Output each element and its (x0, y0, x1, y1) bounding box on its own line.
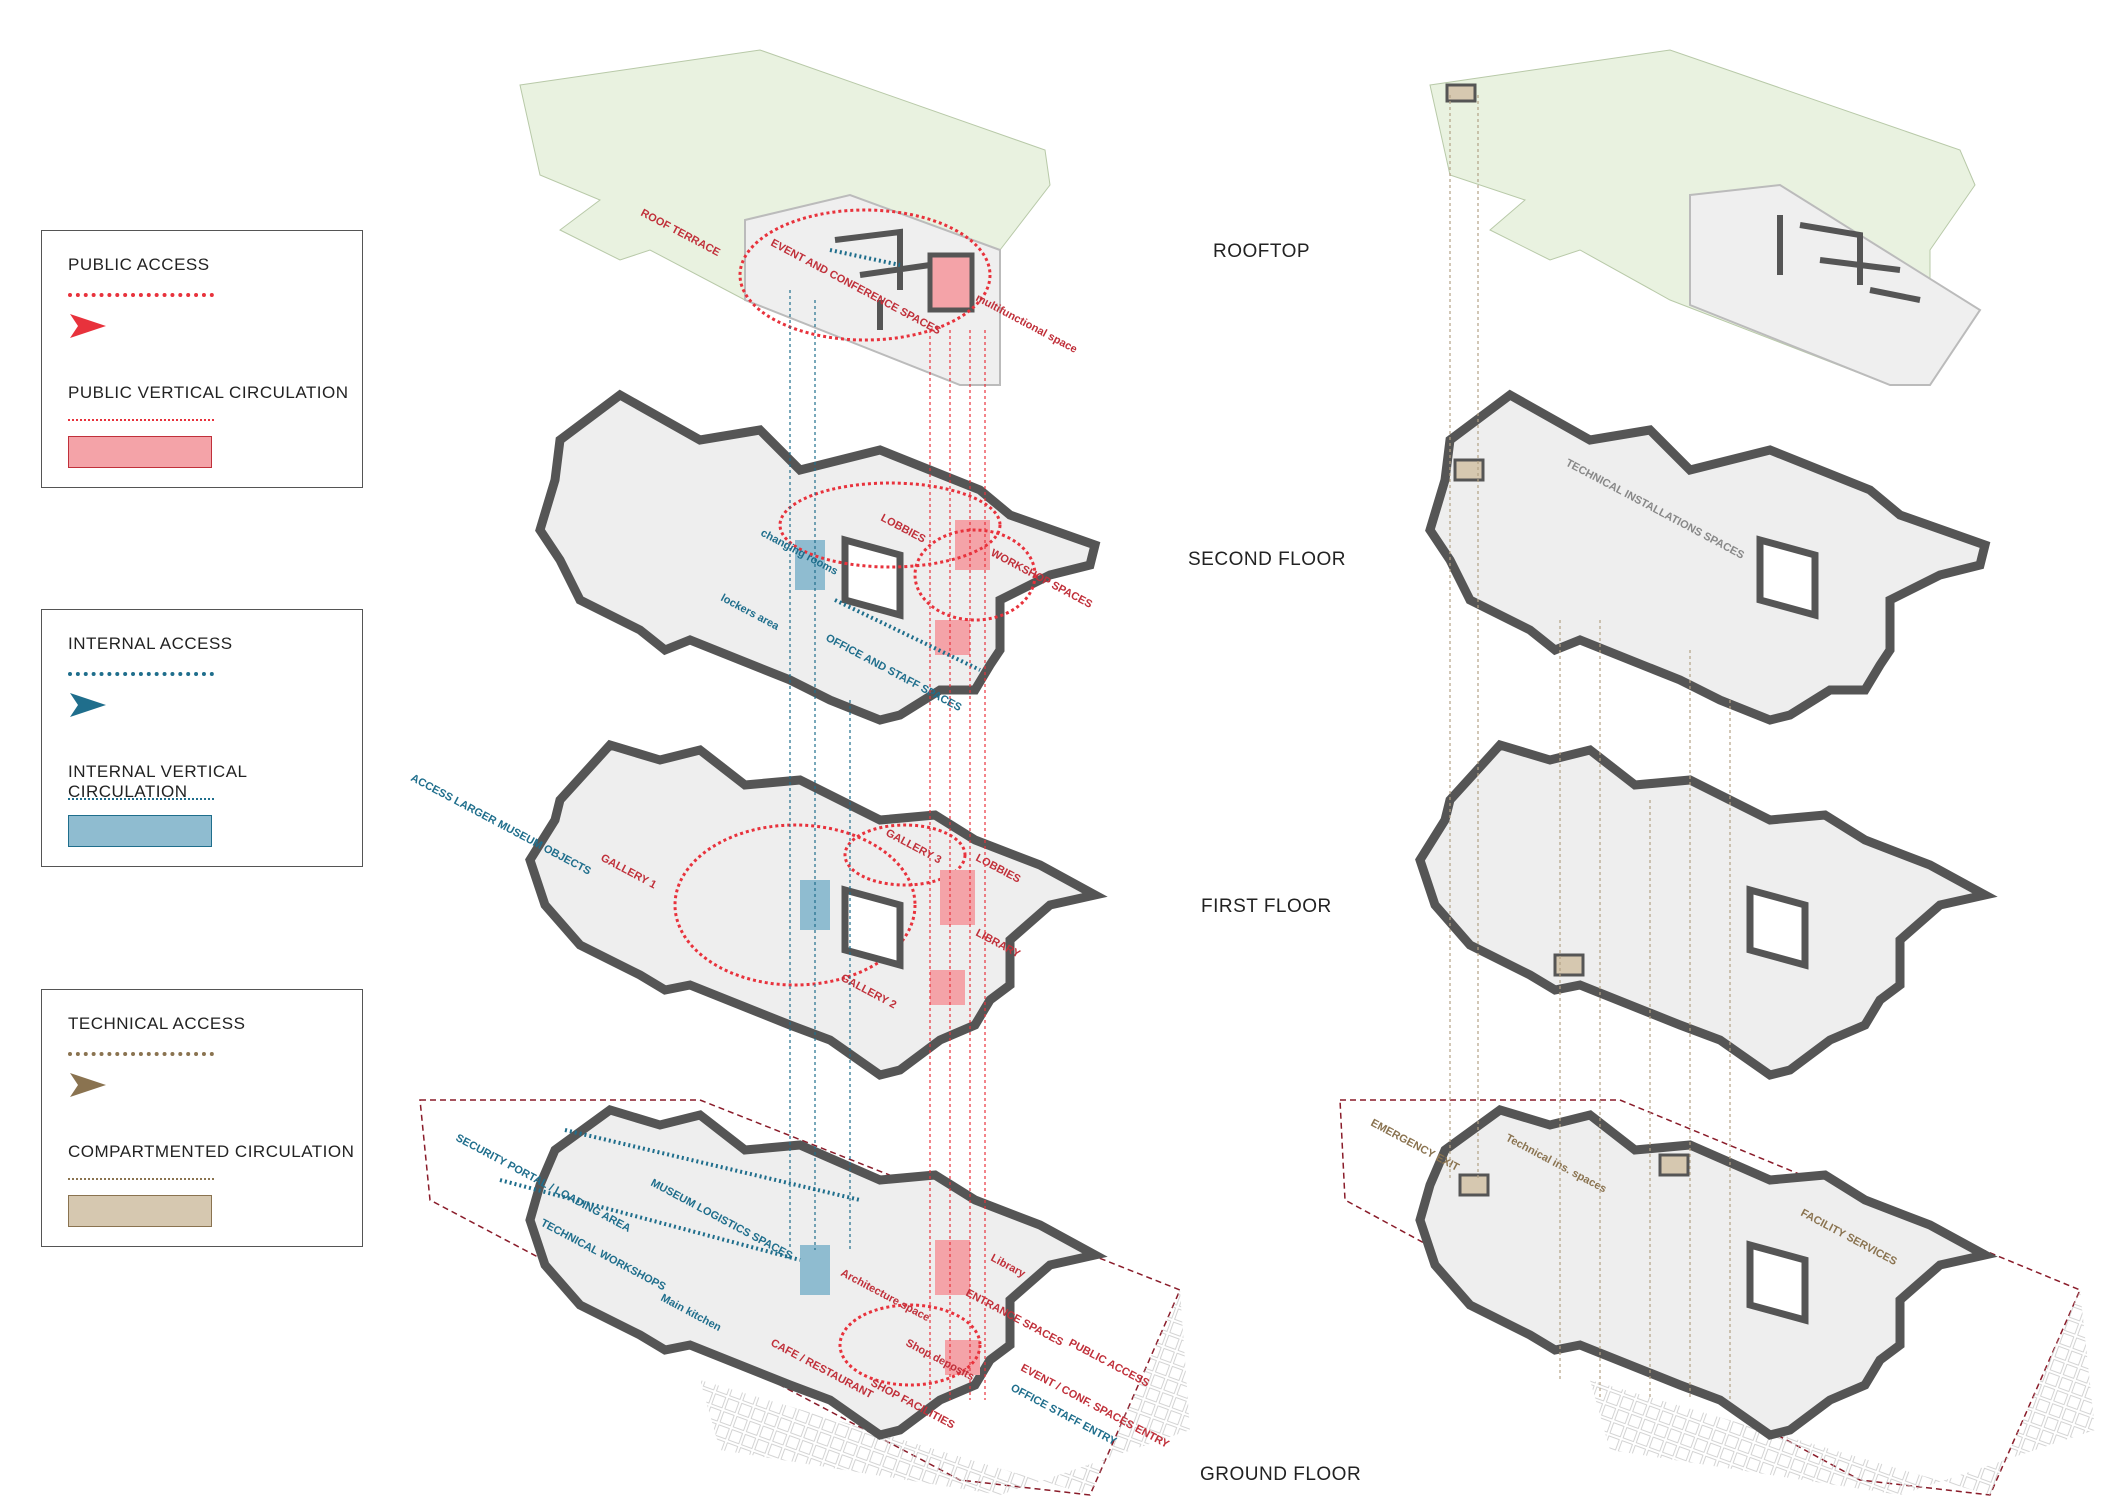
legend-internal-arrow-icon (70, 693, 106, 717)
floor-label-rooftop: ROOFTOP (1213, 241, 1311, 262)
legend-public-arrow-icon (70, 314, 106, 338)
second-courtyard-right (1756, 535, 1819, 620)
ground-internal-core (800, 1245, 830, 1295)
ground-internal-path-1 (499, 1178, 801, 1262)
legend-internal: INTERNAL ACCESS INTERNAL VERTICAL CIRCUL… (41, 609, 363, 867)
roof-internal-path (829, 248, 901, 267)
ground-floor-slab-right (1415, 1105, 1998, 1440)
floor-label-first: FIRST FLOOR (1201, 896, 1332, 917)
legend-public-access-line (68, 293, 214, 297)
ground-floor-plan-left: SECURITY PORTAL / LOADING AREA MUSEUM LO… (419, 1099, 1190, 1496)
second-workshop-loop (913, 528, 1037, 622)
first-floor-slab-right (1415, 739, 1998, 1080)
second-floor-slab-right (1425, 389, 1991, 725)
ground-public-core-2 (945, 1340, 980, 1375)
legend-public-vertical-line (68, 419, 214, 421)
vertical-circulation-lines-left (789, 290, 986, 1400)
ground-paving (700, 1290, 1190, 1495)
ground-floor-plan-right: EMERGENCY EXIT Technical ins. spaces FAC… (1339, 1099, 2095, 1496)
roof-block-right (1689, 183, 1982, 386)
legend-technical-vertical-label: COMPARTMENTED CIRCULATION (68, 1142, 355, 1161)
roof-walls (834, 228, 931, 330)
ground-tech-core-right-1 (1458, 1173, 1490, 1197)
roof-stair-core (927, 252, 975, 313)
legend-public-access-label: PUBLIC ACCESS (68, 255, 210, 274)
legend-internal-access-line (68, 672, 214, 676)
roof-public-loop (738, 208, 992, 342)
ground-internal-path-2 (564, 1128, 861, 1202)
first-internal-core (800, 880, 830, 930)
legend-technical-swatch (68, 1195, 212, 1227)
roof-tech-core-right (1445, 83, 1477, 103)
legend-public: PUBLIC ACCESS PUBLIC VERTICAL CIRCULATIO… (41, 230, 363, 488)
rooftop-plan-right (1429, 49, 1982, 386)
floor-label-second: SECOND FLOOR (1188, 549, 1347, 570)
floor-label-ground: GROUND FLOOR (1200, 1464, 1362, 1485)
first-public-core-1 (940, 870, 975, 925)
first-tech-core-right (1553, 953, 1585, 977)
legend-internal-vertical-line (68, 798, 214, 800)
second-courtyard (841, 535, 904, 620)
legend-internal-vertical-label: INTERNAL VERTICAL CIRCULATION (68, 762, 247, 801)
second-internal-path (834, 598, 981, 672)
second-tech-core-right (1453, 458, 1485, 482)
first-public-core-2 (930, 970, 965, 1005)
gallery3-loop (843, 823, 967, 887)
second-public-core-1 (955, 520, 990, 570)
label-public-access-entry: PUBLIC ACCESS (1067, 1337, 1152, 1390)
legend-technical-arrow-icon (70, 1073, 106, 1097)
first-courtyard-right (1746, 885, 1809, 970)
ground-courtyard-right (1746, 1240, 1809, 1325)
legend-public-swatch (68, 436, 212, 468)
legend-public-vertical-label: PUBLIC VERTICAL CIRCULATION (68, 383, 349, 402)
legend-technical-access-line (68, 1052, 214, 1056)
ground-tech-core-right-2 (1658, 1153, 1690, 1177)
legend-technical-vertical-line (68, 1178, 214, 1180)
vertical-circulation-lines-right (1449, 95, 1731, 1400)
first-floor-plan-left: ACCESS LARGER MUSEUM OBJECTS GALLERY 1 G… (409, 739, 1108, 1080)
ground-public-core-1 (935, 1240, 970, 1295)
rooftop-plan-left: ROOF TERRACE EVENT AND CONFERENCE SPACES… (519, 49, 1079, 386)
gallery-circle (673, 823, 917, 987)
ground-paving-right (1590, 1290, 2095, 1495)
legend-internal-access-label: INTERNAL ACCESS (68, 634, 233, 653)
second-floor-plan-left: LOBBIES WORKSHOP SPACES changing rooms l… (535, 389, 1101, 725)
ground-public-loop (838, 1303, 982, 1387)
roof-walls-right (1777, 215, 1921, 303)
legend-internal-swatch (68, 815, 212, 847)
second-floor-plan-right: TECHNICAL INSTALLATIONS SPACES (1425, 389, 1991, 725)
first-courtyard (841, 885, 904, 970)
first-floor-plan-right (1415, 739, 1998, 1080)
event-space-block (744, 193, 1001, 386)
legend-technical: TECHNICAL ACCESS COMPARTMENTED CIRCULATI… (41, 989, 363, 1247)
second-public-loop (778, 481, 1002, 569)
legend-technical-access-label: TECHNICAL ACCESS (68, 1014, 246, 1033)
